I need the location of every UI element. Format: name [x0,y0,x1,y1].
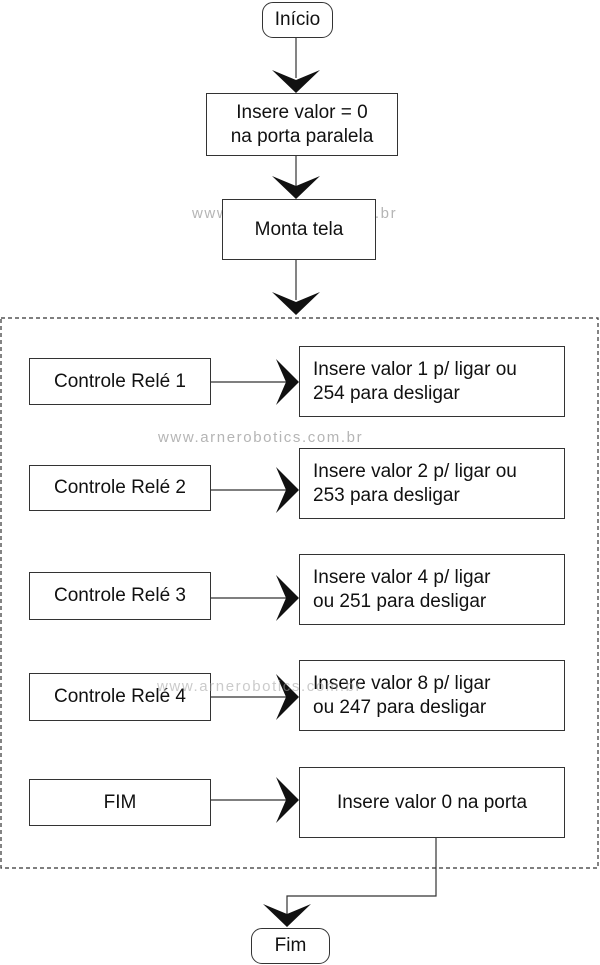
control-relay-4-box: Controle Relé 4 [29,673,211,721]
step-build-screen: Monta tela [222,199,376,260]
loop-container [0,317,599,869]
watermark-text: www.arnerobotics.com.br [158,429,364,446]
action-relay-1-box: Insere valor 1 p/ ligar ou 254 para desl… [299,346,565,417]
arrow-right-4 [276,674,299,720]
action-end-box: Insere valor 0 na porta [299,767,565,838]
arrow-down-3 [272,292,320,315]
end-terminal: Fim [251,928,330,964]
arrow-right-2 [276,467,299,513]
control-end-box: FIM [29,779,211,826]
arrow-down-end [263,904,311,927]
action-relay-4-box: Insere valor 8 p/ ligar ou 247 para desl… [299,660,565,731]
control-relay-2-box: Controle Relé 2 [29,465,211,511]
arrow-right-3 [276,575,299,621]
action-relay-2-box: Insere valor 2 p/ ligar ou 253 para desl… [299,448,565,519]
start-terminal: Início [262,2,333,38]
connector-loop-end [286,838,437,915]
control-relay-1-box: Controle Relé 1 [29,358,211,405]
control-relay-3-box: Controle Relé 3 [29,572,211,620]
step-insert-zero: Insere valor = 0 na porta paralela [206,93,398,156]
arrow-right-5 [276,777,299,823]
action-relay-3-box: Insere valor 4 p/ ligar ou 251 para desl… [299,554,565,625]
watermark-text: www.arnerobotics.com.br [157,678,363,695]
arrow-right-1 [276,359,299,405]
arrow-down-2 [272,176,320,199]
arrow-down-1 [272,70,320,93]
